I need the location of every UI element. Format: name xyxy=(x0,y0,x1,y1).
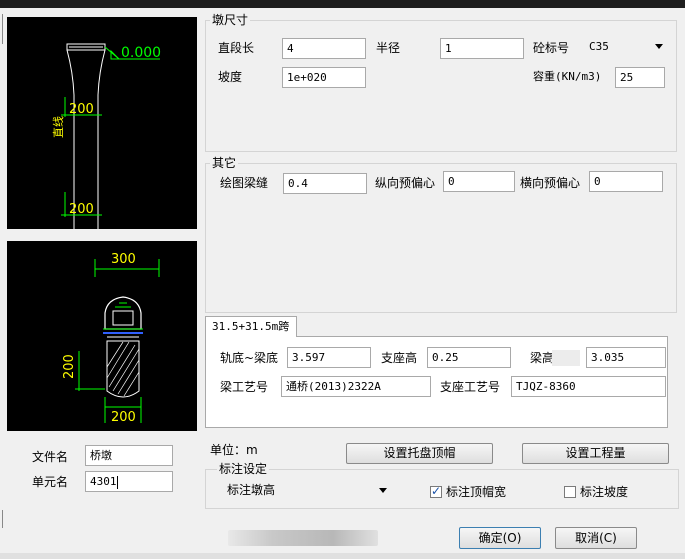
slope-label: 坡度 xyxy=(218,70,243,84)
cap-width-label: 标注顶帽宽 xyxy=(446,485,507,499)
beam-gap-label: 绘图梁缝 xyxy=(220,176,269,190)
window-top-bar xyxy=(0,0,685,8)
check-icon: ✓ xyxy=(431,484,442,498)
pier-section-preview: 300 200 200 xyxy=(7,241,197,431)
radius-input[interactable]: 1 xyxy=(440,38,524,59)
cancel-button[interactable]: 取消(C) xyxy=(555,527,637,549)
beam-process-label: 梁工艺号 xyxy=(220,380,269,394)
beam-height-input[interactable]: 3.035 xyxy=(586,347,666,368)
set-pier-cap-button[interactable]: 设置托盘顶帽 xyxy=(346,443,493,464)
dim-label-1: 200 xyxy=(69,102,94,117)
pier-elevation-preview: 0.000 200 直线 200 xyxy=(7,17,197,229)
beam-height-label: 梁高 xyxy=(530,351,555,365)
rail-bottom-input[interactable]: 3.597 xyxy=(287,347,371,368)
annotation-select-value: 标注墩高 xyxy=(227,483,276,497)
pier-size-title: 墩尺寸 xyxy=(210,12,251,28)
long-eccentric-label: 纵向预偏心 xyxy=(375,176,436,190)
unit-weight-label: 容重(KN/m3) xyxy=(533,70,602,83)
other-group xyxy=(205,163,677,313)
section-dim-left: 200 xyxy=(62,354,77,379)
ok-button[interactable]: 确定(O) xyxy=(459,527,541,549)
straight-length-input[interactable]: 4 xyxy=(282,38,366,59)
beam-gap-input[interactable]: 0.4 xyxy=(283,173,367,194)
chevron-down-icon xyxy=(655,44,663,49)
radius-label: 半径 xyxy=(376,41,401,55)
annotation-title: 标注设定 xyxy=(217,461,270,477)
trans-eccentric-input[interactable]: 0 xyxy=(589,171,663,192)
pier-elevation-drawing: 0.000 200 直线 200 xyxy=(51,43,161,229)
bearing-height-label: 支座高 xyxy=(381,351,418,365)
bearing-process-input[interactable]: TJQZ-8360 xyxy=(511,376,666,397)
unitname-label: 单元名 xyxy=(32,475,69,489)
pier-size-group xyxy=(205,20,677,152)
beam-process-input[interactable]: 通桥(2013)2322A xyxy=(281,376,431,397)
other-title: 其它 xyxy=(210,155,239,171)
window-bottom-edge xyxy=(0,553,685,559)
set-quantity-button[interactable]: 设置工程量 xyxy=(522,443,669,464)
text-cursor xyxy=(116,475,118,489)
slope-checkbox-label: 标注坡度 xyxy=(580,485,629,499)
concrete-grade-value: C35 xyxy=(589,40,609,53)
bearing-process-label: 支座工艺号 xyxy=(440,380,501,394)
long-eccentric-input[interactable]: 0 xyxy=(443,171,515,192)
blurred-status xyxy=(228,530,378,546)
slope-checkbox[interactable] xyxy=(564,486,576,498)
annotation-group xyxy=(205,469,679,509)
filename-input[interactable]: 桥墩 xyxy=(85,445,173,466)
bearing-height-input[interactable]: 0.25 xyxy=(427,347,511,368)
straight-label: 直线 xyxy=(51,116,65,138)
straight-length-label: 直段长 xyxy=(218,41,255,55)
unit-label: 单位：m xyxy=(210,443,258,457)
window-left-edge-bottom xyxy=(2,510,6,528)
section-dim-bottom: 200 xyxy=(111,410,136,425)
cap-width-checkbox[interactable]: ✓ xyxy=(430,484,442,498)
trans-eccentric-label: 横向预偏心 xyxy=(520,176,581,190)
unit-weight-input[interactable]: 25 xyxy=(615,67,665,88)
unitname-input[interactable]: 4301 xyxy=(85,471,173,492)
unitname-value: 4301 xyxy=(90,475,117,488)
concrete-grade-label: 砼标号 xyxy=(533,41,570,55)
chevron-down-icon xyxy=(379,488,387,493)
filename-label: 文件名 xyxy=(32,450,69,464)
beam-height-label-shade xyxy=(552,350,580,366)
tab-span[interactable]: 31.5+31.5m跨 xyxy=(205,316,297,337)
concrete-grade-select[interactable]: C35 xyxy=(585,37,669,58)
slope-input[interactable]: 1e+020 xyxy=(282,67,366,88)
rail-bottom-label: 轨底~梁底 xyxy=(220,351,279,365)
dim-label-2: 200 xyxy=(69,202,94,217)
pier-section-drawing: 300 200 200 xyxy=(62,252,160,425)
elevation-label: 0.000 xyxy=(121,45,161,61)
section-dim-top: 300 xyxy=(111,252,136,267)
annotation-select[interactable]: 标注墩高 xyxy=(223,481,393,502)
window-left-edge xyxy=(2,14,6,44)
